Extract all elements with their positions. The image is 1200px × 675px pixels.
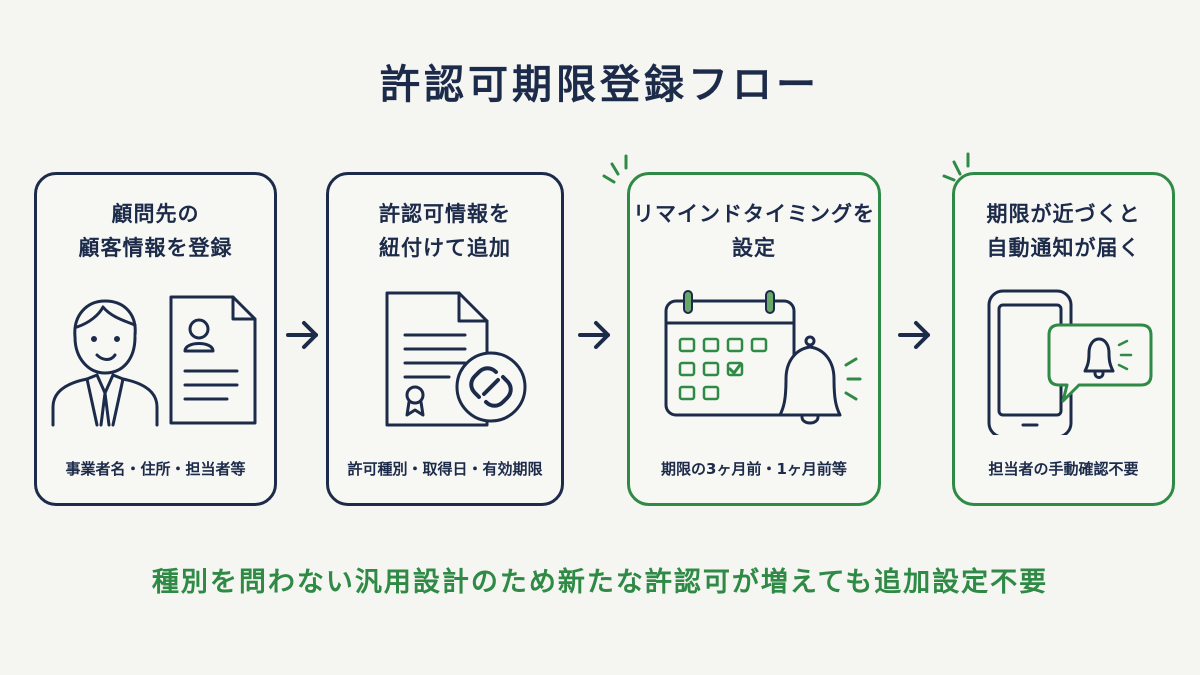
step-title: 期限が近づくと 自動通知が届く <box>955 197 1172 265</box>
step-caption: 期限の3ヶ月前・1ヶ月前等 <box>661 460 847 478</box>
link-icon <box>455 351 527 423</box>
step-title-line: 設定 <box>732 236 776 260</box>
step-title-line: 許認可情報を <box>379 202 511 226</box>
step-title-line: リマインドタイミングを <box>633 202 875 226</box>
diagram-title: 許認可期限登録フロー <box>380 62 820 108</box>
step-title-line: 顧問先の <box>111 202 200 226</box>
person-icon <box>51 299 159 427</box>
step-caption: 許可種別・取得日・有効期限 <box>347 460 543 478</box>
step-title-line: 期限が近づくと <box>986 202 1141 226</box>
arrow-right-icon <box>578 321 610 349</box>
arrow-right-icon <box>286 321 318 349</box>
step-title: リマインドタイミングを 設定 <box>630 197 878 265</box>
arrow-right-icon <box>898 321 930 349</box>
step-card-link-permit: 許認可情報を 紐付けて追加 許可種別・取得日・有効期限 <box>326 172 564 506</box>
step-title-line: 紐付けて追加 <box>379 236 511 260</box>
step-caption: 担当者の手動確認不要 <box>988 460 1139 478</box>
step-title: 顧問先の 顧客情報を登録 <box>37 197 274 265</box>
profile-document-icon <box>169 295 257 425</box>
step-title: 許認可情報を 紐付けて追加 <box>329 197 561 265</box>
step-card-auto-notify: 期限が近づくと 自動通知が届く 担当者の手動確認不要 <box>952 172 1175 506</box>
footer-note: 種別を問わない汎用設計のため新たな許認可が増えても追加設定不要 <box>151 567 1049 598</box>
step-card-register-client: 顧問先の 顧客情報を登録 <box>34 172 277 506</box>
step-card-reminder-timing: リマインドタイミングを 設定 <box>627 172 881 506</box>
notification-bubble-icon <box>1047 323 1153 403</box>
bell-icon <box>778 335 862 425</box>
step-title-line: 顧客情報を登録 <box>78 236 233 260</box>
step-title-line: 自動通知が届く <box>986 236 1141 260</box>
sparkle-icon <box>602 154 628 184</box>
sparkle-icon <box>942 152 970 182</box>
step-caption: 事業者名・住所・担当者等 <box>65 460 246 478</box>
